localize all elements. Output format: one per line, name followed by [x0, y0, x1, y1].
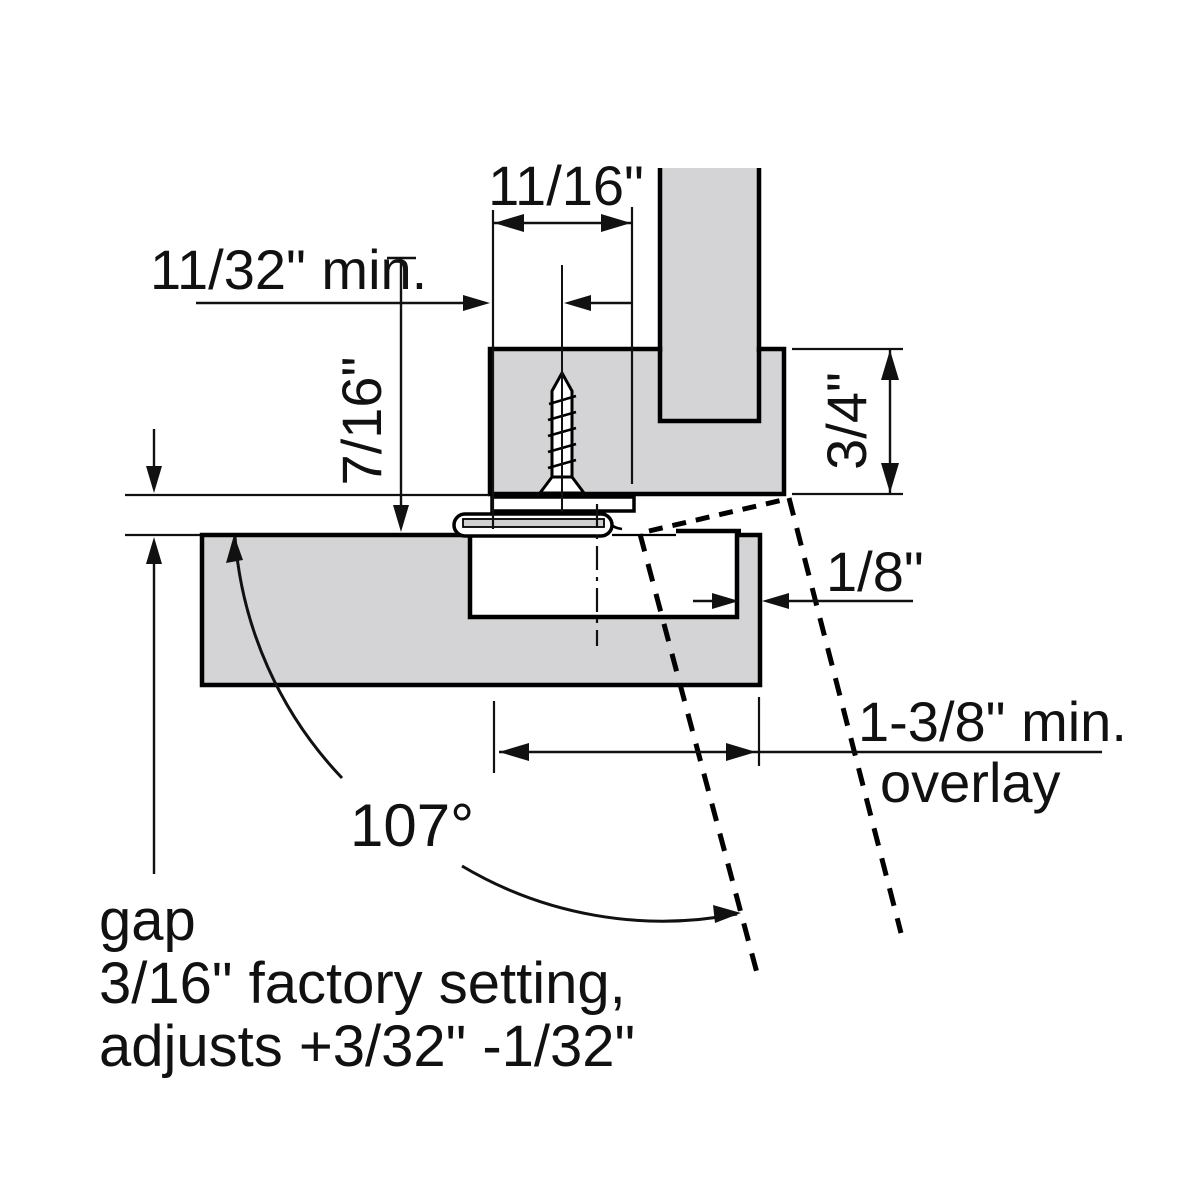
arrowhead-left-icon: [499, 743, 529, 761]
gap-note-line2: 3/16" factory setting,: [99, 951, 626, 1016]
opening-angle-label: 107°: [350, 792, 474, 859]
arrowhead-down-icon: [146, 466, 162, 493]
gap-note-line1: gap: [99, 888, 196, 953]
arrowhead-right-icon: [713, 905, 741, 923]
arrowhead-left-icon: [494, 214, 524, 232]
angle-arc-right: [461, 864, 738, 923]
cabinet-side-panel-fill: [661, 168, 757, 420]
dimension-cup-edge: 1/8": [693, 540, 924, 609]
open-door-back-face: [786, 497, 904, 934]
screw-offset-label: 7/16": [330, 357, 393, 486]
dimension-frame-thickness: 3/4": [792, 347, 903, 496]
min-edge-label: 11/32" min.: [150, 238, 427, 301]
arrowhead-right-icon: [463, 295, 490, 311]
open-door-dashed-outline: [637, 496, 904, 974]
arrowhead-right-icon: [726, 743, 756, 761]
cup-edge-label: 1/8": [826, 540, 924, 603]
arrowhead-down-icon: [393, 505, 409, 532]
arrowhead-right-icon: [712, 593, 739, 609]
arrowhead-left-icon: [762, 593, 789, 609]
dimension-screw-offset: 7/16": [330, 256, 416, 532]
cabinet-side-panel-edges: [657, 168, 762, 352]
plate-width-label: 11/16": [488, 154, 644, 217]
arrowhead-right-icon: [601, 214, 631, 232]
angle-arc-left: [233, 536, 344, 780]
gap-note: gap 3/16" factory setting, adjusts +3/32…: [99, 888, 635, 1079]
dimension-gap: [125, 429, 489, 874]
arrowhead-up-icon: [881, 350, 899, 380]
dimension-plate-width: 11/16": [488, 154, 644, 529]
annotation-opening-angle: 107°: [226, 535, 741, 923]
door-panel: [199, 532, 763, 688]
hinge-arm-strip: [462, 518, 605, 528]
arrowhead-up-icon: [146, 537, 162, 564]
overlay-value-label: 1-3/8" min.: [858, 690, 1127, 753]
open-door-edge: [648, 496, 788, 534]
open-door-front-face: [637, 533, 760, 974]
overlay-word-label: overlay: [880, 751, 1061, 814]
arrowhead-down-icon: [881, 463, 899, 493]
cabinet-side-panel: [657, 168, 762, 420]
dimension-min-edge: 11/32" min.: [150, 238, 631, 311]
arrowhead-left-icon: [564, 295, 591, 311]
gap-note-line3: adjusts +3/32" -1/32": [99, 1014, 635, 1079]
dimension-overlay: 1-3/8" min. overlay: [492, 690, 1127, 814]
frame-thickness-label: 3/4": [815, 372, 878, 470]
arrowhead-up-icon: [226, 535, 243, 563]
